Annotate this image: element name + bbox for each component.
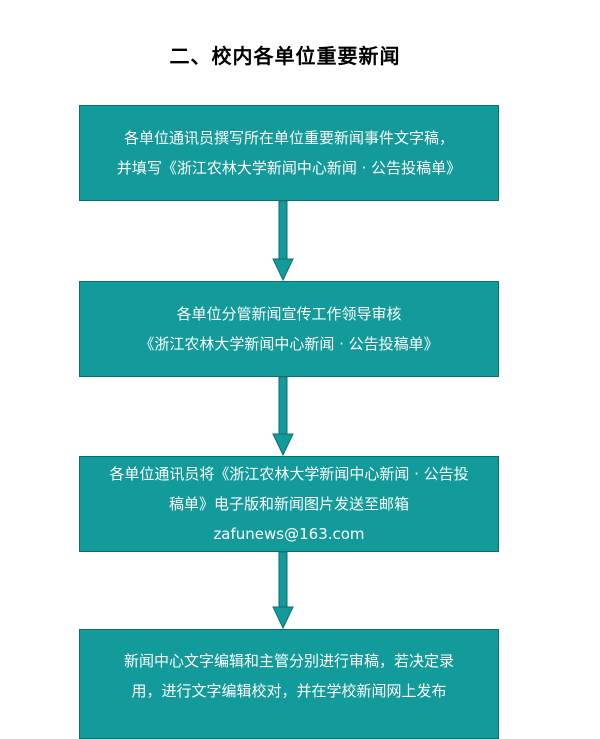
flow-step-2-line-2: 《浙江农林大学新闻中心新闻 · 公告投稿单》	[139, 335, 439, 353]
flow-arrow-1	[272, 201, 294, 281]
flow-step-1-line-2: 并填写《浙江农林大学新闻中心新闻 · 公告投稿单》	[116, 159, 462, 177]
flow-step-3-line-2: 稿单》电子版和新闻图片发送至邮箱 zafunews@163.com	[168, 495, 409, 543]
flow-step-3: 各单位通讯员将《浙江农林大学新闻中心新闻 · 公告投 稿单》电子版和新闻图片发送…	[79, 456, 499, 552]
flow-step-4: 新闻中心文字编辑和主管分别进行审稿，若决定录 用，进行文字编辑校对，并在学校新闻…	[79, 629, 499, 739]
page-title: 二、校内各单位重要新闻	[169, 44, 401, 68]
flow-step-3-line-1: 各单位通讯员将《浙江农林大学新闻中心新闻 · 公告投	[109, 465, 469, 483]
flow-step-1-line-1: 各单位通讯员撰写所在单位重要新闻事件文字稿，	[123, 129, 454, 147]
flow-arrow-2	[272, 377, 294, 456]
flow-arrow-3	[272, 552, 294, 629]
flow-step-2-line-1: 各单位分管新闻宣传工作领导审核	[176, 305, 402, 323]
flow-step-2: 各单位分管新闻宣传工作领导审核 《浙江农林大学新闻中心新闻 · 公告投稿单》	[79, 281, 499, 377]
flow-step-4-line-1: 新闻中心文字编辑和主管分别进行审稿，若决定录	[123, 652, 454, 670]
flow-step-1: 各单位通讯员撰写所在单位重要新闻事件文字稿， 并填写《浙江农林大学新闻中心新闻 …	[79, 105, 499, 201]
flow-step-4-line-2: 用，进行文字编辑校对，并在学校新闻网上发布	[131, 682, 447, 700]
